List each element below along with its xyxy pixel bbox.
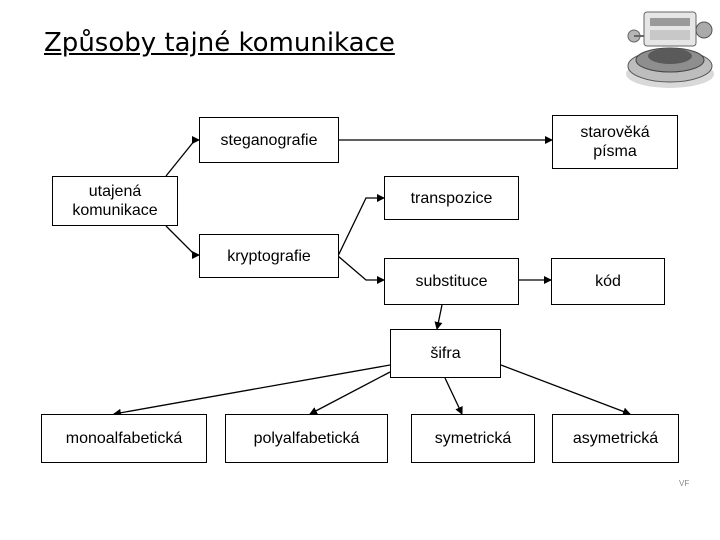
node-sifra: šifra [390,329,501,378]
arrow-sifra-mono [113,364,391,417]
arrow-sifra-sym [444,377,463,415]
node-substituce: substituce [384,258,519,305]
page-title: Způsoby tajné komunikace [44,28,395,58]
node-steganografie: steganografie [199,117,339,163]
arrow-kryptografie-substituce [337,255,385,284]
arrow-kryptografie-transpozice [337,194,385,257]
node-staroveka-pisma: starověká písma [552,115,678,169]
node-transpozice: transpozice [384,176,519,220]
node-asymetricka: asymetrická [552,414,679,463]
arrow-utajena-kryptografie [165,225,200,259]
arrow-substituce-sifra [434,304,443,330]
node-polyalfabeticka: polyalfabetická [225,414,388,463]
node-kryptografie: kryptografie [199,234,339,278]
node-utajena-komunikace: utajená komunikace [52,176,178,226]
arrow-sifra-asym [500,364,631,416]
arrow-utajena-steganografie [165,136,200,177]
arrow-sifra-poly [309,371,391,415]
footer-initials: VF [679,479,690,488]
node-symetricka: symetrická [411,414,535,463]
cipher-machine-icon [626,11,714,88]
node-kod: kód [551,258,665,305]
node-monoalfabeticka: monoalfabetická [41,414,207,463]
